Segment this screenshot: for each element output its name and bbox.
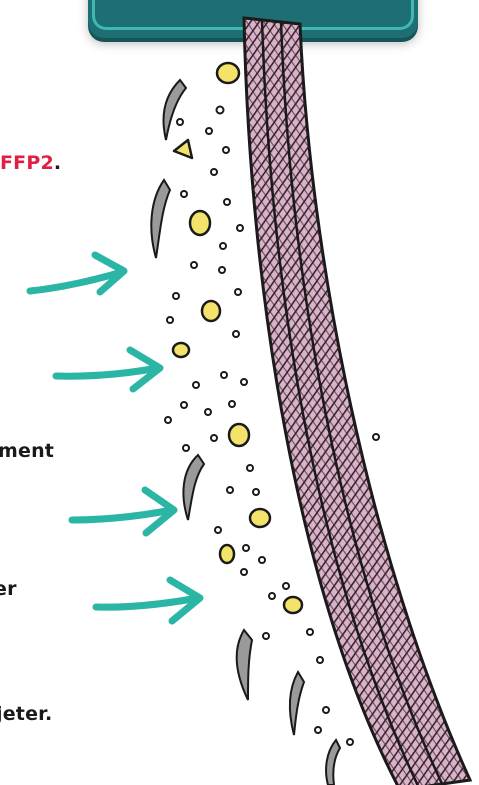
fiber-2 <box>151 180 170 258</box>
fiber-1 <box>164 80 186 140</box>
fiber-5 <box>290 672 304 735</box>
fiber-6 <box>326 740 340 785</box>
arrow-1 <box>30 255 124 292</box>
arrow-4 <box>96 580 200 621</box>
arrow-2 <box>56 350 160 389</box>
arrows <box>30 255 200 621</box>
fiber-3 <box>183 455 204 520</box>
arrow-3 <box>72 490 174 533</box>
fiber-4 <box>237 630 252 700</box>
filter-fabric <box>244 18 470 785</box>
